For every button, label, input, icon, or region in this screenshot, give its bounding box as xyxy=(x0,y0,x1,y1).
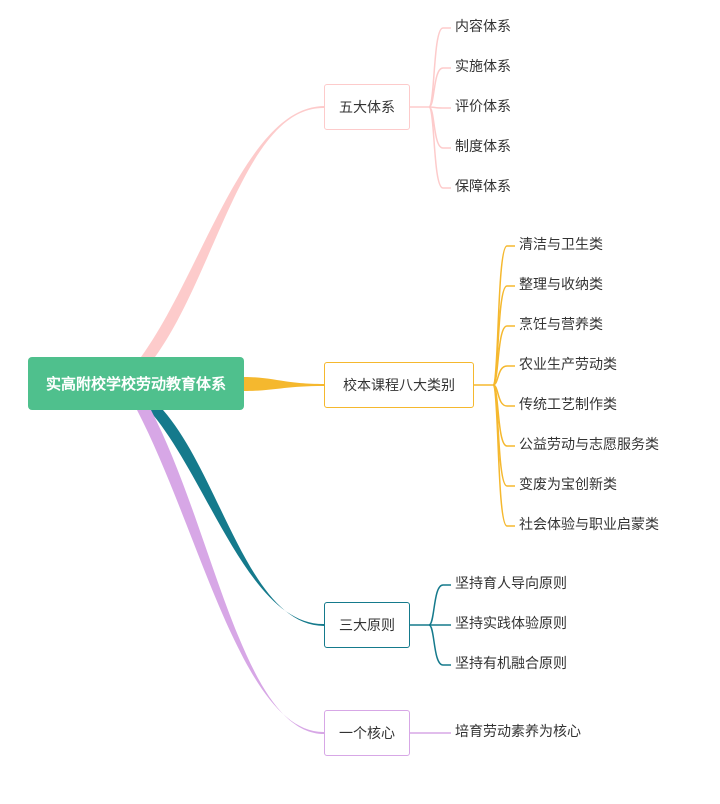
leaf-connector xyxy=(492,325,515,386)
leaf-node[interactable]: 坚持实践体验原则 xyxy=(455,616,567,632)
leaf-connector xyxy=(428,106,451,109)
leaf-node[interactable]: 清洁与卫生类 xyxy=(519,237,603,253)
branch-node[interactable]: 校本课程八大类别 xyxy=(324,362,474,408)
leaf-node[interactable]: 培育劳动素养为核心 xyxy=(455,724,581,740)
leaf-node[interactable]: 实施体系 xyxy=(455,59,511,75)
root-label: 实高附校学校劳动教育体系 xyxy=(45,375,226,393)
branch-label: 五大体系 xyxy=(339,100,395,116)
leaf-node[interactable]: 公益劳动与志愿服务类 xyxy=(519,437,659,453)
leaf-node[interactable]: 整理与收纳类 xyxy=(519,277,603,293)
branch-node[interactable]: 五大体系 xyxy=(324,84,410,130)
branch-node[interactable]: 一个核心 xyxy=(324,710,410,756)
branch-connector xyxy=(141,106,324,357)
branch-label: 三大原则 xyxy=(339,618,395,634)
branch-connector xyxy=(137,410,324,734)
leaf-connector xyxy=(428,624,451,666)
leaf-connector xyxy=(428,584,451,626)
leaf-connector xyxy=(428,106,451,189)
leaf-node[interactable]: 变废为宝创新类 xyxy=(519,477,617,493)
leaf-connector xyxy=(492,384,515,527)
leaf-connector xyxy=(428,67,451,108)
branch-label: 校本课程八大类别 xyxy=(343,378,455,394)
branch-connector xyxy=(149,410,324,626)
branch-connector xyxy=(244,377,324,391)
leaf-connector xyxy=(492,365,515,386)
leaf-node[interactable]: 坚持育人导向原则 xyxy=(455,576,567,592)
root-node[interactable]: 实高附校学校劳动教育体系 xyxy=(28,357,244,410)
branch-node[interactable]: 三大原则 xyxy=(324,602,410,648)
leaf-node[interactable]: 农业生产劳动类 xyxy=(519,357,617,373)
leaf-node[interactable]: 内容体系 xyxy=(455,19,511,35)
leaf-node[interactable]: 传统工艺制作类 xyxy=(519,397,617,413)
leaf-node[interactable]: 评价体系 xyxy=(455,99,511,115)
leaf-node[interactable]: 保障体系 xyxy=(455,179,511,195)
leaf-node[interactable]: 烹饪与营养类 xyxy=(519,317,603,333)
branch-label: 一个核心 xyxy=(339,726,395,742)
leaf-node[interactable]: 制度体系 xyxy=(455,139,511,155)
leaf-node[interactable]: 社会体验与职业启蒙类 xyxy=(519,517,659,533)
leaf-node[interactable]: 坚持有机融合原则 xyxy=(455,656,567,672)
